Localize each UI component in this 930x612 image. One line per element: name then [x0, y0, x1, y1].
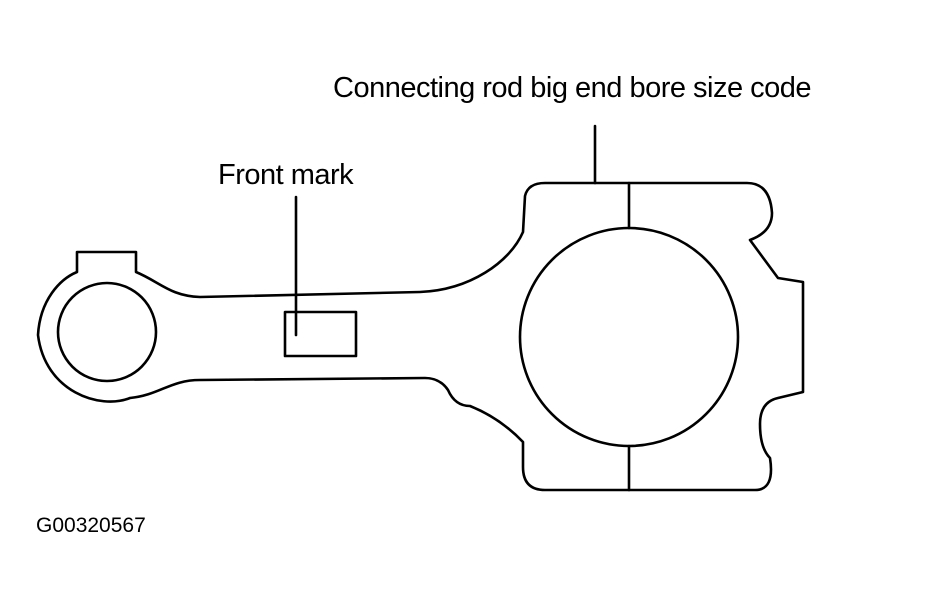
front-mark-box: [283, 310, 358, 358]
front-mark-label: Front mark: [218, 159, 354, 191]
rod-outline: [36, 181, 805, 492]
big-end-bore: [518, 226, 740, 448]
small-end-bore: [56, 281, 158, 383]
bore-size-code-label: Connecting rod big end bore size code: [333, 72, 812, 104]
figure-id: G00320567: [36, 514, 146, 537]
